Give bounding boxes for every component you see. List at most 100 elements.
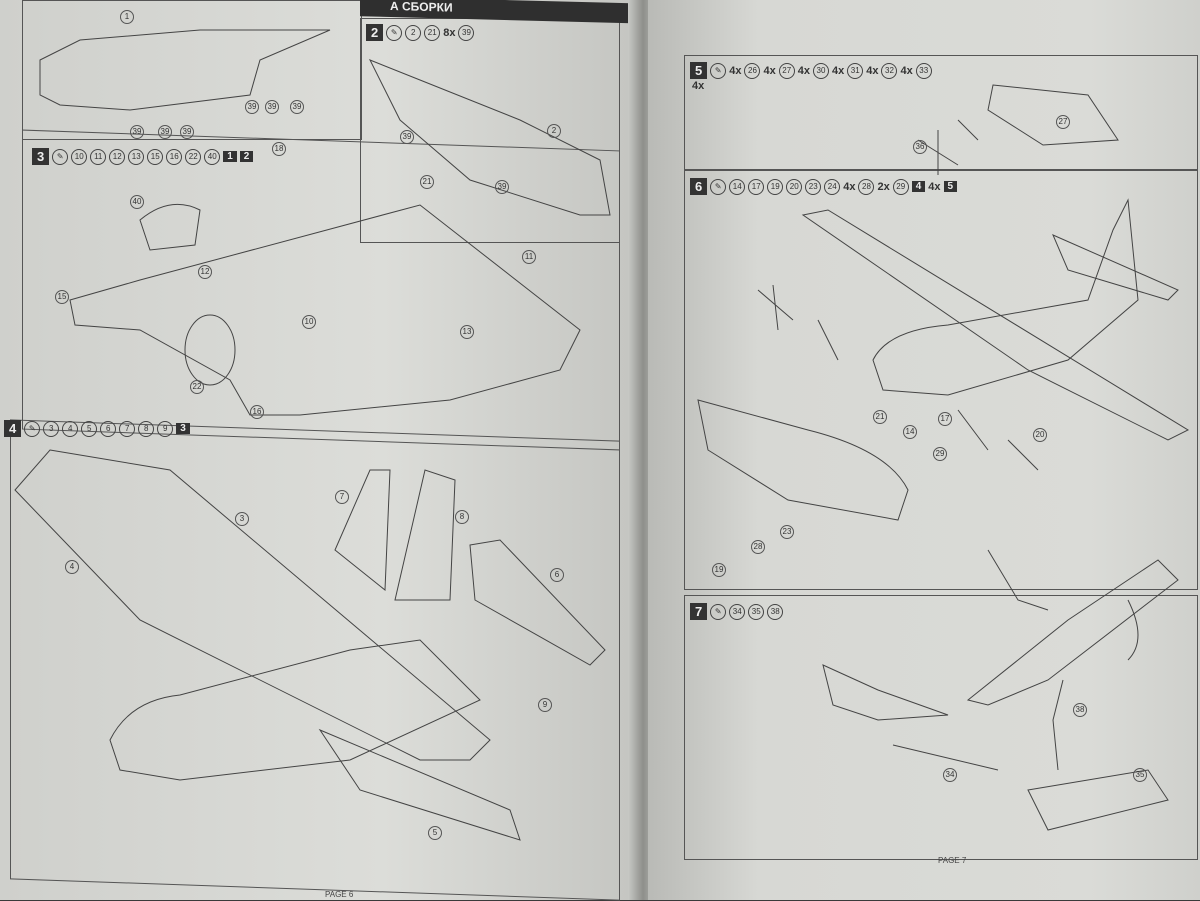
part-callout: 17 (938, 412, 952, 426)
part-number: 31 (847, 62, 864, 79)
wing-lower (318, 728, 521, 841)
jet-model (822, 664, 949, 721)
part-number: 24 (824, 178, 841, 195)
step-5-note: 4x (692, 80, 705, 92)
part-callout: 7 (335, 490, 349, 504)
part-number: 28 (858, 178, 875, 195)
aircraft-wing-step6 (801, 209, 1190, 441)
part-number: 40 (204, 148, 221, 165)
part-callout: 39 (495, 180, 509, 194)
part-number: 27 (778, 62, 795, 79)
step-1-panel (22, 0, 362, 140)
fuselage-half-step2 (368, 59, 611, 216)
part-callout: 23 (780, 525, 794, 539)
part-callout: 13 (460, 325, 474, 339)
left-page: 2 ✎ 2 21 8x 39 3 ✎ 10 11 12 13 15 16 22 … (0, 0, 650, 901)
part-number: 21 (424, 24, 441, 41)
part-callout: 39 (265, 100, 279, 114)
step-number: 3 (32, 148, 50, 165)
part-number: 11 (90, 148, 107, 165)
fuselage-step3 (69, 204, 581, 416)
aircraft-fuselage-step6 (872, 198, 1139, 396)
part-number: 38 (767, 603, 784, 620)
part-number: 15 (147, 148, 164, 165)
part-callout: 8 (455, 510, 469, 524)
fuselage-half-step1 (39, 29, 331, 111)
quantity: 4x (866, 64, 879, 77)
right-page-drawings (697, 84, 1190, 831)
part-number: 35 (748, 603, 765, 620)
part-callout: 39 (245, 100, 259, 114)
part-number: 6 (100, 420, 117, 437)
left-page-drawings (0, 0, 640, 900)
quantity: 4x (928, 180, 941, 193)
fuselage-detail-step6 (697, 399, 909, 521)
quantity: 4x (900, 64, 913, 77)
page-number-left: PAGE 6 (325, 890, 354, 899)
tail-part (394, 469, 456, 601)
part-callout: 39 (290, 100, 304, 114)
step-number: 7 (690, 603, 708, 620)
step-number: 2 (366, 24, 384, 41)
part-callout: 5 (428, 826, 442, 840)
fuselage-step4 (109, 639, 481, 781)
step-7-panel (684, 595, 1198, 860)
part-callout: 28 (751, 540, 765, 554)
horizontal-stabilizer (469, 539, 606, 666)
vertical-tail (334, 469, 391, 592)
part-callout: 38 (1073, 703, 1087, 717)
assembly-ref: 5 (943, 181, 958, 192)
part-callout: 20 (1033, 428, 1047, 442)
part-callout: 39 (180, 125, 194, 139)
part-number: 34 (729, 603, 746, 620)
part-number: 9 (157, 420, 174, 437)
part-number: 32 (881, 62, 898, 79)
part-callout: 11 (522, 250, 536, 264)
part-number: 16 (166, 148, 183, 165)
step-2-header: 2 ✎ 2 21 8x 39 (366, 24, 475, 41)
stand-base (1027, 769, 1169, 831)
glue-icon: ✎ (710, 178, 727, 195)
assembly-ref: 4 (911, 181, 926, 192)
part-callout: 16 (250, 405, 264, 419)
part-callout: 39 (158, 125, 172, 139)
glue-icon: ✎ (24, 420, 41, 437)
step-4-header: 4 ✎ 3 4 5 6 7 8 9 3 (4, 420, 190, 437)
step-number: 6 (690, 178, 708, 195)
wing-assembly (14, 449, 491, 761)
quantity: 4x (763, 64, 776, 77)
propeller-set (757, 284, 1039, 471)
part-number: 23 (805, 178, 822, 195)
part-number: 2 (405, 24, 422, 41)
part-callout: 15 (55, 290, 69, 304)
assembly-ref: 3 (176, 423, 190, 434)
part-number: 17 (748, 178, 765, 195)
part-callout: 36 (913, 140, 927, 154)
part-callout: 12 (198, 265, 212, 279)
cockpit-part (139, 203, 201, 251)
part-number: 19 (767, 178, 784, 195)
part-callout: 27 (1056, 115, 1070, 129)
part-callout: 34 (943, 768, 957, 782)
part-number: 39 (458, 24, 475, 41)
part-number: 10 (71, 148, 88, 165)
part-callout: 18 (272, 142, 286, 156)
part-number: 22 (185, 148, 202, 165)
part-number: 8 (138, 420, 155, 437)
quantity: 2x (877, 180, 890, 193)
part-number: 12 (109, 148, 126, 165)
step-number: 4 (4, 420, 22, 437)
glue-icon: ✎ (52, 148, 69, 165)
part-number: 26 (744, 62, 761, 79)
part-number: 7 (119, 420, 136, 437)
part-callout: 40 (130, 195, 144, 209)
part-callout: 2 (547, 124, 561, 138)
assembly-ref: 1 (223, 151, 237, 162)
step-number: 5 (690, 62, 708, 79)
part-callout: 21 (873, 410, 887, 424)
part-callout: 6 (550, 568, 564, 582)
part-number: 3 (43, 420, 60, 437)
part-number: 13 (128, 148, 145, 165)
